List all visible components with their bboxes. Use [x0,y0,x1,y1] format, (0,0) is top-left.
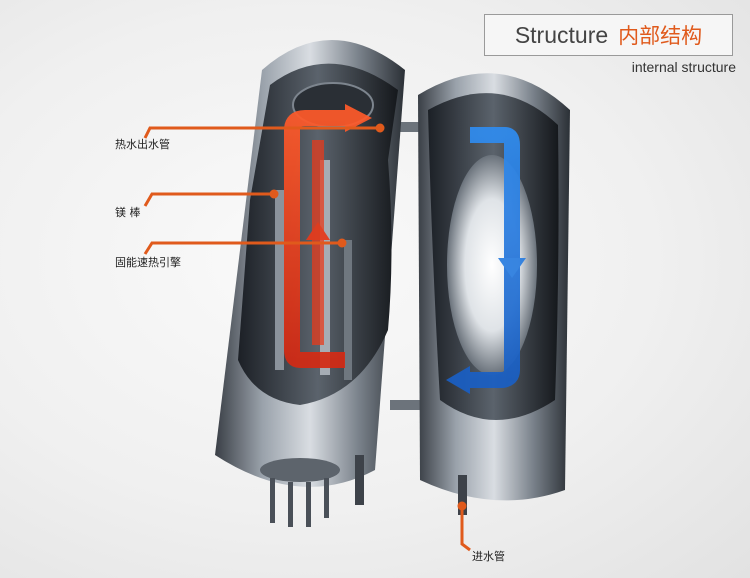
callout-dot-inlet [457,501,467,511]
connecting-pipes [390,122,432,410]
callout-line-engine [143,241,340,255]
callout-dot-magnesium [269,189,279,199]
label-hot-water-outlet: 热水出水管 [115,138,170,151]
label-heat-engine: 固能速热引擎 [115,256,181,269]
inlet-pipe-shape [458,475,467,515]
title-english: Structure [514,21,609,48]
title-box: Structure 内部结构 [484,14,733,56]
callout-line-hot-outlet [143,126,378,139]
magnesium-rod-shape [275,190,284,370]
hot-water-tank [215,40,405,527]
callout-line-magnesium [143,192,272,207]
bottom-flange [260,458,340,482]
title-chinese: 内部结构 [618,24,703,48]
callout-dot-engine [337,238,347,248]
subtitle: internal structure [631,59,736,75]
label-water-inlet: 进水管 [472,550,505,563]
cold-flow-arrow [446,127,526,394]
cold-water-tank [418,73,570,515]
callout-dot-hot-outlet [375,123,385,133]
callout-line-inlet [460,508,471,552]
label-magnesium-rod: 镁 棒 [115,206,141,219]
callout-lines [143,123,471,552]
